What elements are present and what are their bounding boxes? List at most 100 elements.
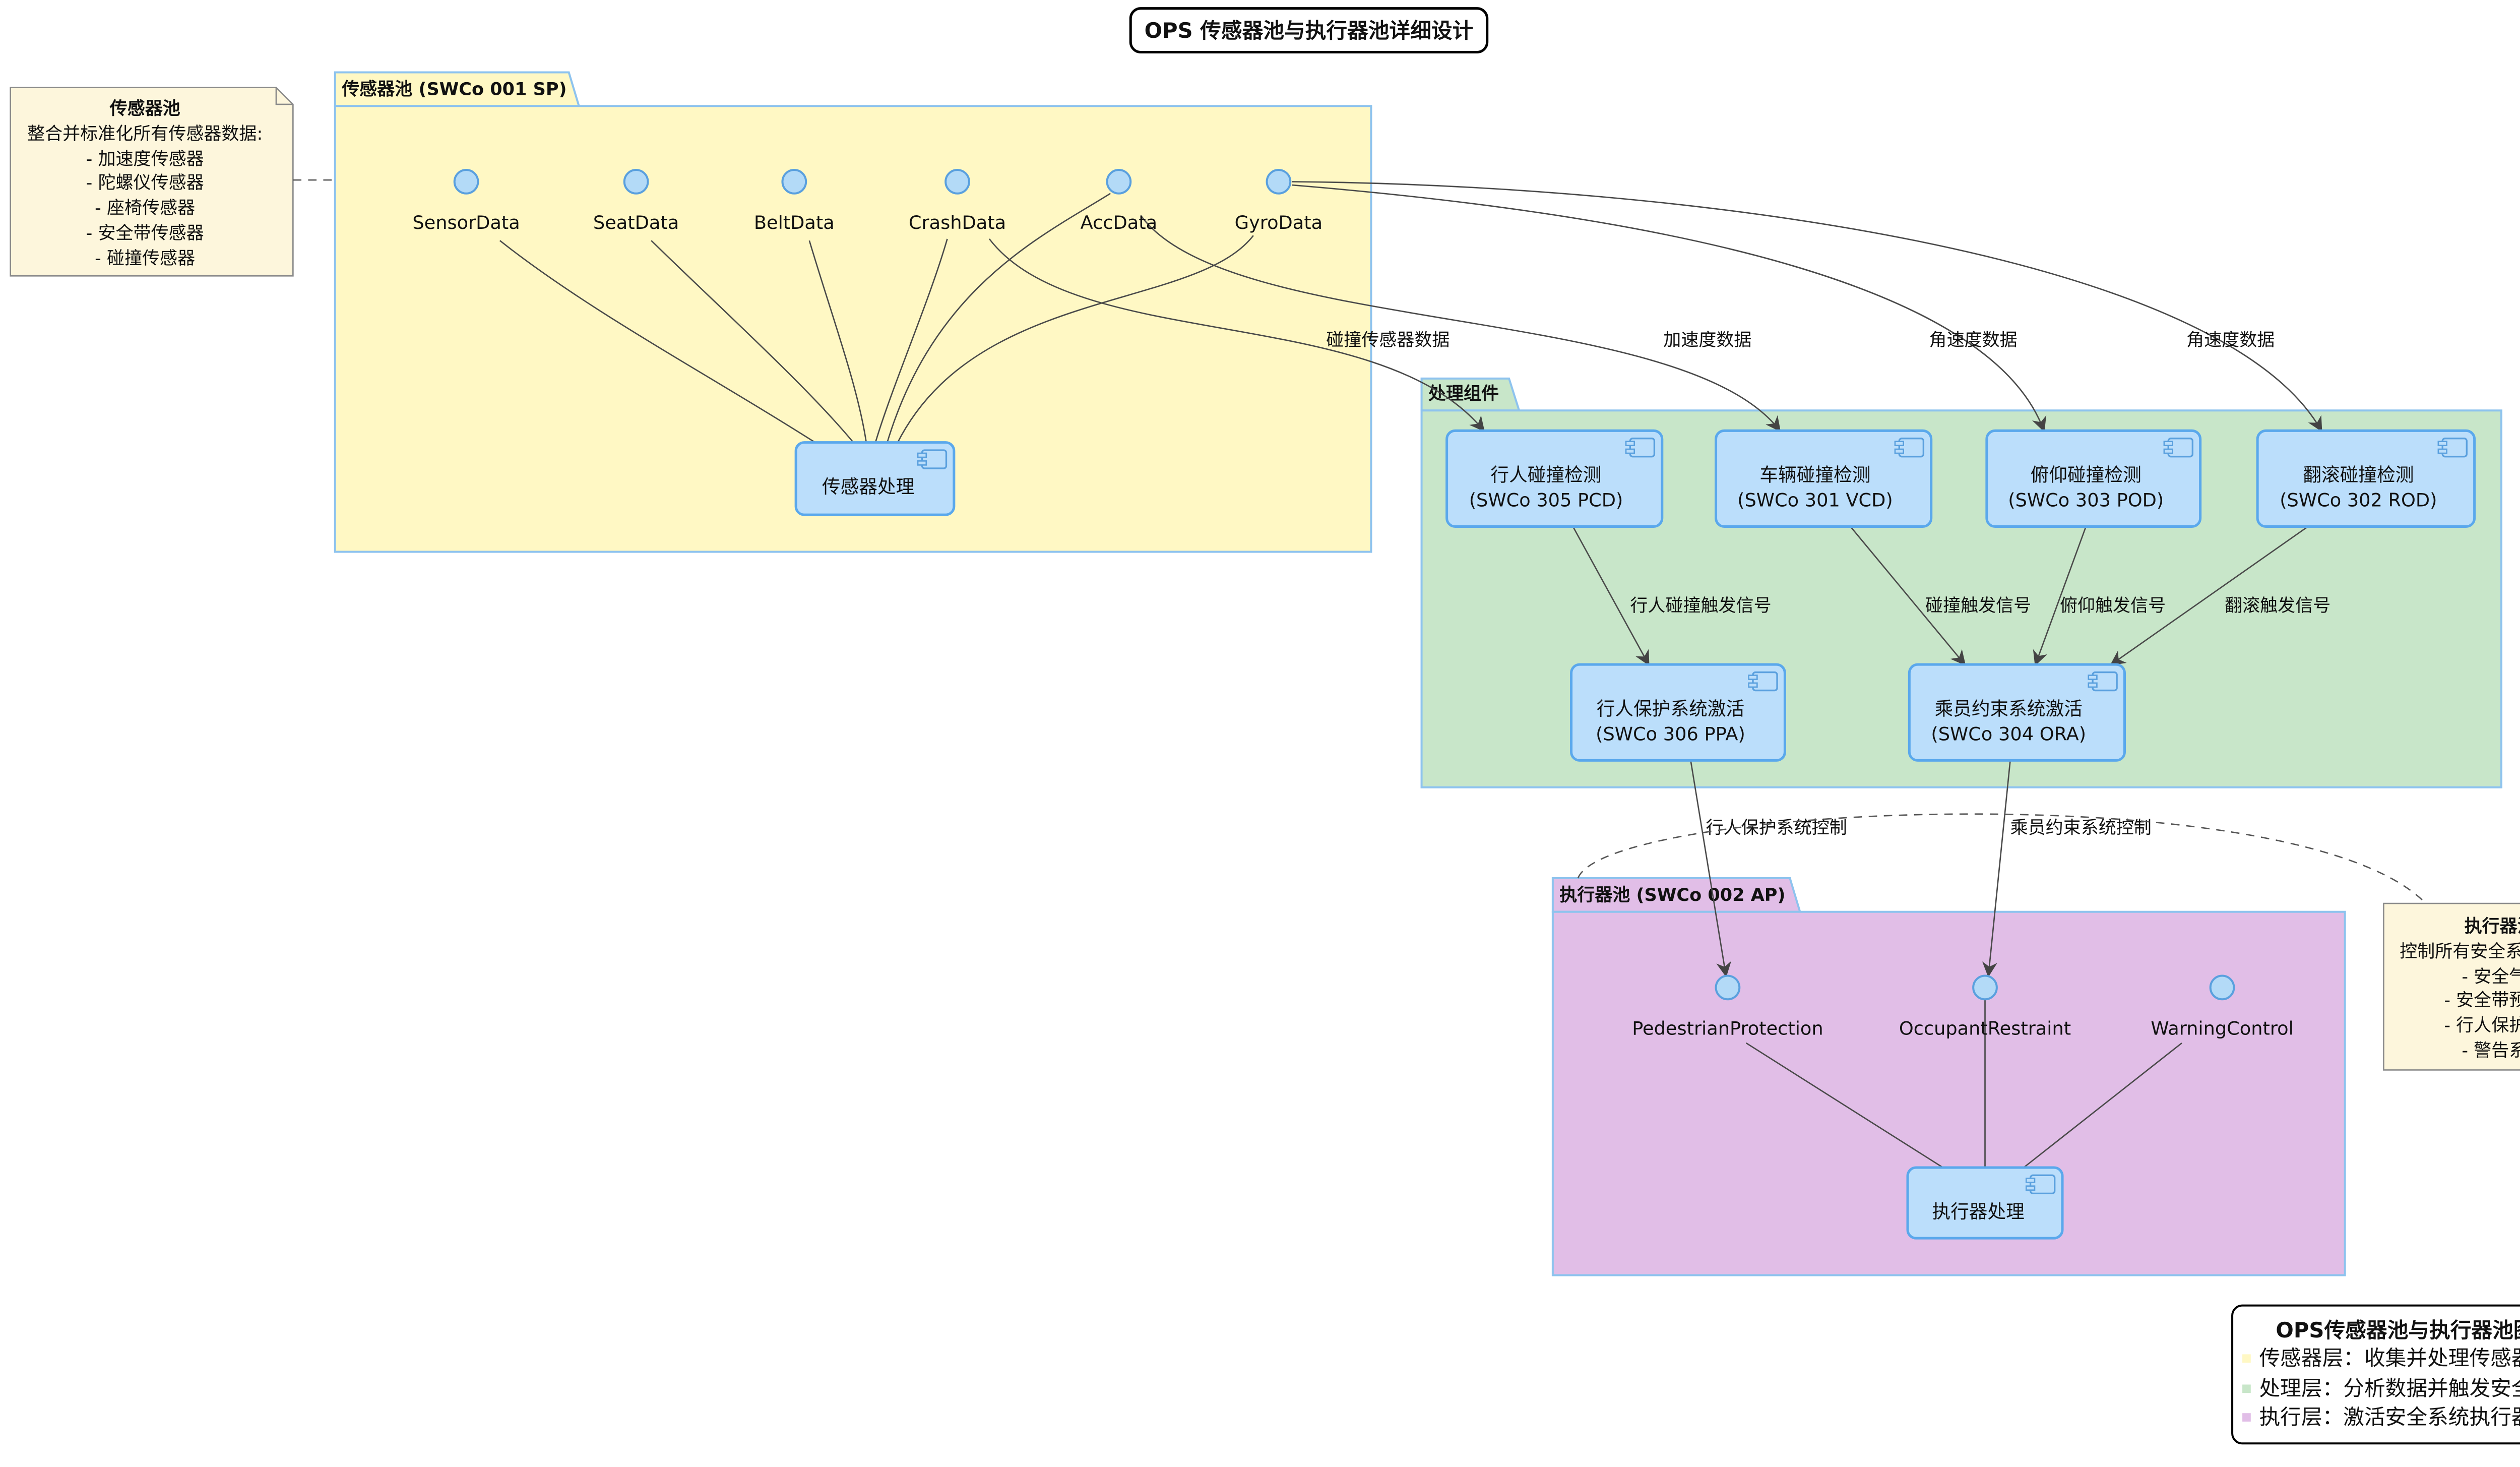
interface-label: SeatData (593, 212, 679, 233)
interface-label: AccData (1081, 212, 1157, 233)
flow-label: 角速度数据 (1929, 330, 2018, 350)
component-box (1445, 429, 1664, 528)
component-icon (1894, 437, 1925, 458)
legend-item: 执行层：激活安全系统执行器 (2259, 1404, 2520, 1429)
actuator-note-connector (1577, 813, 2423, 901)
legend-item: 传感器层：收集并处理传感器数据 (2259, 1346, 2520, 1370)
interface-sensordata: SensorData (412, 169, 520, 233)
component-code: (SWCo 302 ROD) (2280, 489, 2437, 511)
flow-ora-to-occupant (1982, 760, 2011, 977)
legend-item: 处理层：分析数据并触发安全系统 (2259, 1376, 2520, 1400)
interface-label: PedestrianProtection (1632, 1017, 1823, 1039)
component-name: 乘员约束系统激活 (1934, 698, 2083, 719)
actuator-note-heading: 执行器池 (2465, 916, 2520, 937)
interface-circle (781, 169, 807, 195)
component-code: (SWCo 305 PCD) (1469, 489, 1623, 511)
component-code: (SWCo 303 POD) (2008, 489, 2164, 511)
component-rod: 翻滚碰撞检测 (SWCo 302 ROD) (2256, 429, 2476, 528)
actuator-note-line: - 警告系统 (2462, 1041, 2520, 1061)
component-ora: 乘员约束系统激活 (SWCo 304 ORA) (1908, 663, 2126, 762)
connector-beltdata-processing (808, 240, 867, 445)
title-frame (1129, 7, 1489, 53)
flow-label: 行人碰撞触发信号 (1630, 595, 1771, 616)
flow-pcd-to-ppa (1572, 526, 1650, 666)
interface-warningcontrol: WarningControl (2151, 974, 2294, 1039)
sensor-pool-label: 传感器池 (SWCo 001 SP) (341, 79, 566, 100)
flow-crash-to-pcd (988, 238, 1485, 432)
interface-accdata: AccData (1081, 169, 1157, 233)
component-name: 俯仰碰撞检测 (2031, 464, 2141, 485)
component-name: 车辆碰撞检测 (1759, 464, 1870, 485)
interface-label: OccupantRestraint (1899, 1017, 2071, 1039)
interface-beltdata: BeltData (754, 169, 835, 233)
flow-label: 行人保护系统控制 (1706, 818, 1847, 838)
component-code: (SWCo 306 PPA) (1596, 723, 1745, 745)
component-box (1906, 1166, 2064, 1240)
connector-seatdata-processing (651, 240, 855, 445)
flow-rod-to-ora (2110, 526, 2309, 665)
component-vcd: 车辆碰撞检测 (SWCo 301 VCD) (1715, 429, 1933, 528)
interface-gyrodata: GyroData (1235, 169, 1322, 233)
component-icon (2025, 1174, 2056, 1195)
flow-gyro-to-pod (1292, 184, 2047, 433)
interface-seatdata: SeatData (593, 169, 679, 233)
interface-label: BeltData (754, 212, 835, 233)
flow-label: 俯仰触发信号 (2060, 595, 2166, 616)
flow-label: 乘员约束系统控制 (2010, 818, 2152, 838)
component-name: 行人保护系统激活 (1597, 698, 1745, 719)
interface-circle (944, 169, 970, 195)
page-title: OPS 传感器池与执行器池详细设计 (1145, 18, 1474, 43)
flow-label: 翻滚触发信号 (2225, 595, 2330, 616)
component-sensor-processing: 传感器处理 (794, 441, 956, 516)
sensor-note-frame (10, 87, 294, 277)
component-name: 翻滚碰撞检测 (2303, 464, 2414, 485)
flow-label: 角速度数据 (2186, 330, 2275, 350)
actuator-note-frame (2383, 902, 2520, 1071)
legend-frame (2231, 1304, 2520, 1445)
flow-acc-to-vcd (1140, 215, 1781, 432)
connector-gyrodata-processing (896, 235, 1254, 445)
flow-gyro-to-rod (1292, 181, 2322, 432)
connector-accdata-processing (886, 193, 1111, 445)
component-icon (1625, 437, 1656, 458)
flow-label: 碰撞传感器数据 (1326, 330, 1450, 350)
flow-label: 加速度数据 (1663, 330, 1751, 350)
interface-label: SensorData (412, 212, 520, 233)
connector-crashdata-processing (874, 238, 948, 445)
sensor-note-line: - 陀螺仪传感器 (86, 172, 204, 193)
component-pod: 俯仰碰撞检测 (SWCo 303 POD) (1985, 429, 2202, 528)
interface-circle (623, 169, 649, 195)
interface-label: CrashData (909, 212, 1006, 233)
flow-ppa-to-pedestrian (1690, 760, 1732, 977)
title-box: OPS 传感器池与执行器池详细设计 (1129, 7, 1489, 53)
component-name: 传感器处理 (822, 476, 914, 498)
interface-label: WarningControl (2151, 1017, 2293, 1039)
component-box (1715, 429, 1933, 528)
component-ppa: 行人保护系统激活 (SWCo 306 PPA) (1570, 663, 1786, 762)
legend-title: OPS传感器池与执行器池图例 (2276, 1318, 2520, 1342)
component-name: 执行器处理 (1932, 1201, 2024, 1222)
interface-circle (1106, 169, 1132, 195)
actuator-note-line: - 安全带预紧器 (2444, 990, 2520, 1011)
legend-swatch-processing (2242, 1384, 2251, 1393)
flow-pod-to-ora (2033, 526, 2087, 666)
interface-circle (1715, 974, 1741, 1001)
connector-warning-processing (2023, 1042, 2182, 1169)
actuator-note-line: 控制所有安全系统执行器: (2400, 941, 2520, 962)
component-icon (2437, 437, 2468, 458)
interface-circle (453, 169, 479, 195)
interface-circle (1266, 169, 1292, 195)
legend-swatch-actuator (2242, 1413, 2251, 1422)
sensor-note-fold (275, 87, 293, 105)
component-actuator-processing: 执行器处理 (1906, 1166, 2064, 1240)
component-box (1985, 429, 2202, 528)
component-name: 行人碰撞检测 (1490, 464, 1601, 485)
connector-sensordata-processing (499, 240, 818, 445)
component-icon (2163, 437, 2193, 458)
component-icon (2088, 671, 2118, 692)
flow-label: 碰撞触发信号 (1925, 595, 2031, 616)
component-box (2256, 429, 2476, 528)
sensor-note-line: - 碰撞传感器 (95, 248, 195, 269)
component-icon (917, 449, 948, 469)
